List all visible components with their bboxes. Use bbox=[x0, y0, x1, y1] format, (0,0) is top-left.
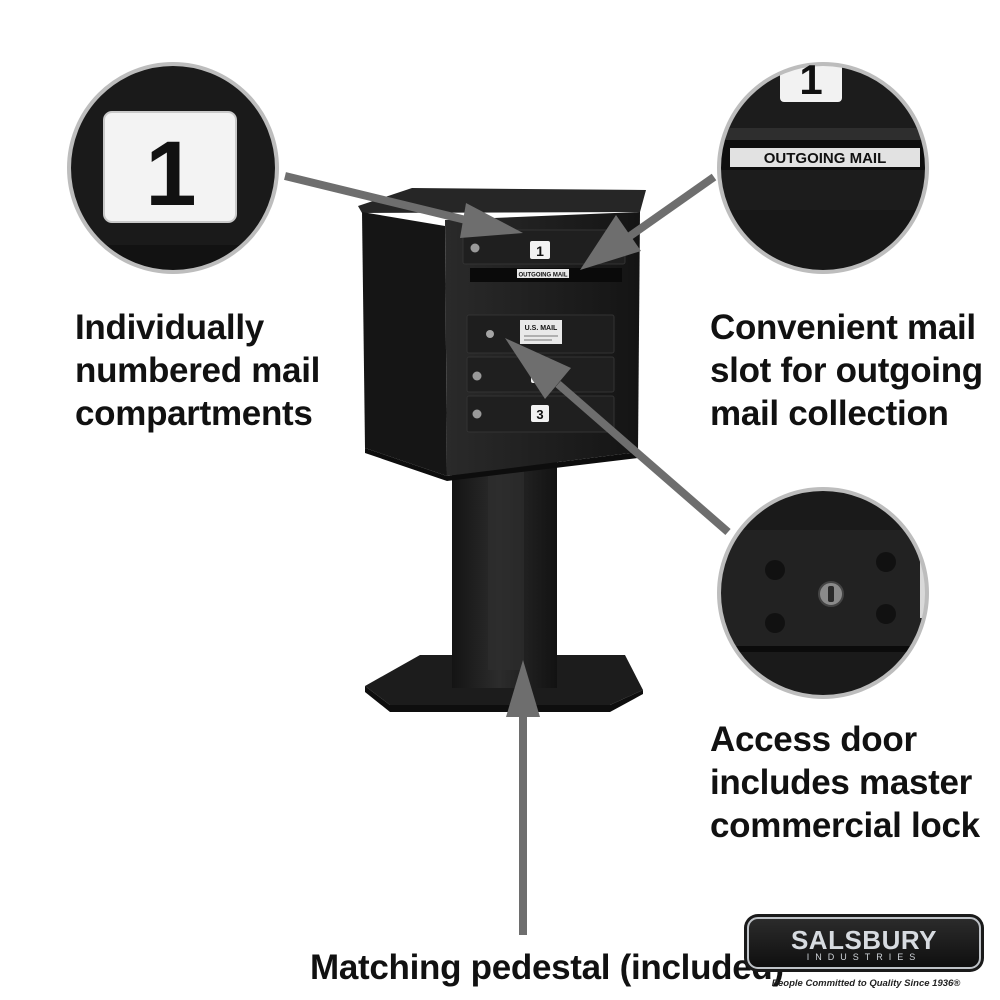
door-lock-2[interactable] bbox=[472, 371, 482, 381]
zoom-slot-label: OUTGOING MAIL bbox=[764, 150, 887, 167]
slot-label: OUTGOING MAIL bbox=[519, 273, 568, 279]
zoom-number-plate: 1 bbox=[145, 123, 196, 225]
logo-subtitle: INDUSTRIES bbox=[806, 952, 922, 962]
logo-plate: SALSBURY INDUSTRIES bbox=[744, 914, 984, 972]
callout-outgoing-slot: Convenient mail slot for outgoing mail c… bbox=[710, 306, 983, 435]
callout-line: Individually bbox=[75, 308, 264, 347]
callout-pedestal: Matching pedestal (included) bbox=[310, 946, 784, 989]
door-number-1: 1 bbox=[536, 243, 544, 259]
callout-line: numbered mail bbox=[75, 351, 321, 390]
arrow-lock bbox=[555, 380, 731, 536]
arrow-slot bbox=[627, 173, 717, 240]
logo-brand: SALSBURY bbox=[790, 925, 938, 955]
door-lock-1[interactable] bbox=[470, 243, 480, 253]
mailbox-side bbox=[362, 212, 447, 476]
zoom-numbered-compartment: 1 bbox=[67, 62, 279, 274]
zoom-slot-number: 1 bbox=[799, 56, 822, 103]
access-door-lock[interactable] bbox=[486, 330, 494, 338]
logo-tagline: People Committed to Quality Since 1936® bbox=[771, 978, 961, 989]
door-number-3: 3 bbox=[536, 407, 543, 422]
callout-numbered-compartments: Individually numbered mail compartments bbox=[75, 306, 320, 435]
zoom-outgoing-slot: 1 OUTGOING MAIL bbox=[717, 56, 929, 274]
arrow-numbered bbox=[284, 172, 471, 225]
callout-line: includes master bbox=[710, 763, 972, 802]
callout-line: compartments bbox=[75, 394, 313, 433]
callout-line: commercial lock bbox=[710, 806, 980, 845]
access-door-label: U.S. MAIL bbox=[525, 325, 558, 332]
door-lock-3[interactable] bbox=[472, 409, 482, 419]
callout-line: Access door bbox=[710, 720, 917, 759]
zoom-master-lock bbox=[717, 487, 929, 699]
callout-master-lock: Access door includes master commercial l… bbox=[710, 718, 980, 847]
callout-line: Convenient mail bbox=[710, 308, 976, 347]
pedestal bbox=[365, 460, 643, 712]
callout-line: Matching pedestal (included) bbox=[310, 948, 784, 987]
salsbury-logo: SALSBURY INDUSTRIES People Committed to … bbox=[741, 912, 991, 996]
callout-arrows bbox=[284, 172, 731, 935]
callout-line: slot for outgoing bbox=[710, 351, 983, 390]
callout-line: mail collection bbox=[710, 394, 949, 433]
